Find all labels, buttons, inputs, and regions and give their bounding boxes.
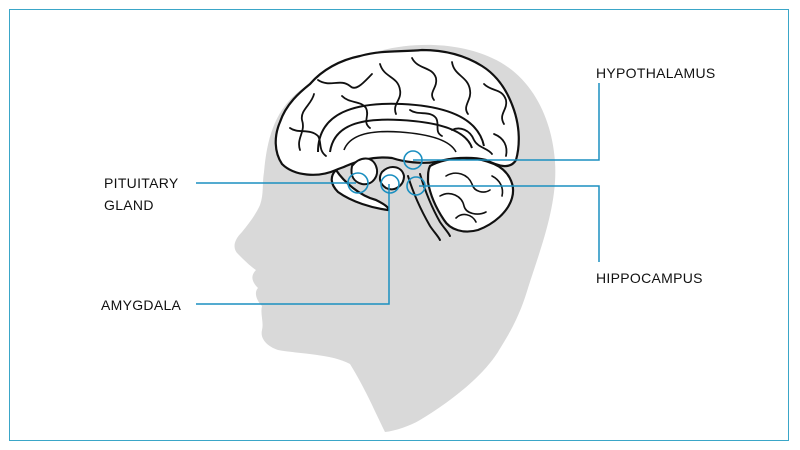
- pituitary-gland-label-line2: GLAND: [104, 197, 154, 213]
- leader-lines: [196, 83, 600, 305]
- cortical-folds: [289, 57, 508, 157]
- hypothalamus-marker: [403, 150, 423, 170]
- hypothalamus-label: HYPOTHALAMUS: [596, 65, 716, 81]
- pituitary-marker: [347, 172, 369, 194]
- brainstem: [407, 175, 441, 241]
- hippocampus-label: HIPPOCAMPUS: [596, 270, 703, 286]
- pituitary-gland-label-line1: PITUITARY: [104, 175, 179, 191]
- hypothalamus-leader: [413, 83, 600, 161]
- diagram-frame: [9, 9, 789, 441]
- cerebrum: [274, 48, 520, 176]
- amygdala-marker: [380, 174, 400, 194]
- hippocampus-marker: [406, 176, 426, 196]
- corpus-callosum: [317, 102, 485, 153]
- amygdala-label: AMYGDALA: [101, 297, 182, 313]
- amygdala-leader: [196, 184, 390, 305]
- hippocampus-leader: [419, 185, 600, 262]
- temporal-lobe: [330, 168, 390, 212]
